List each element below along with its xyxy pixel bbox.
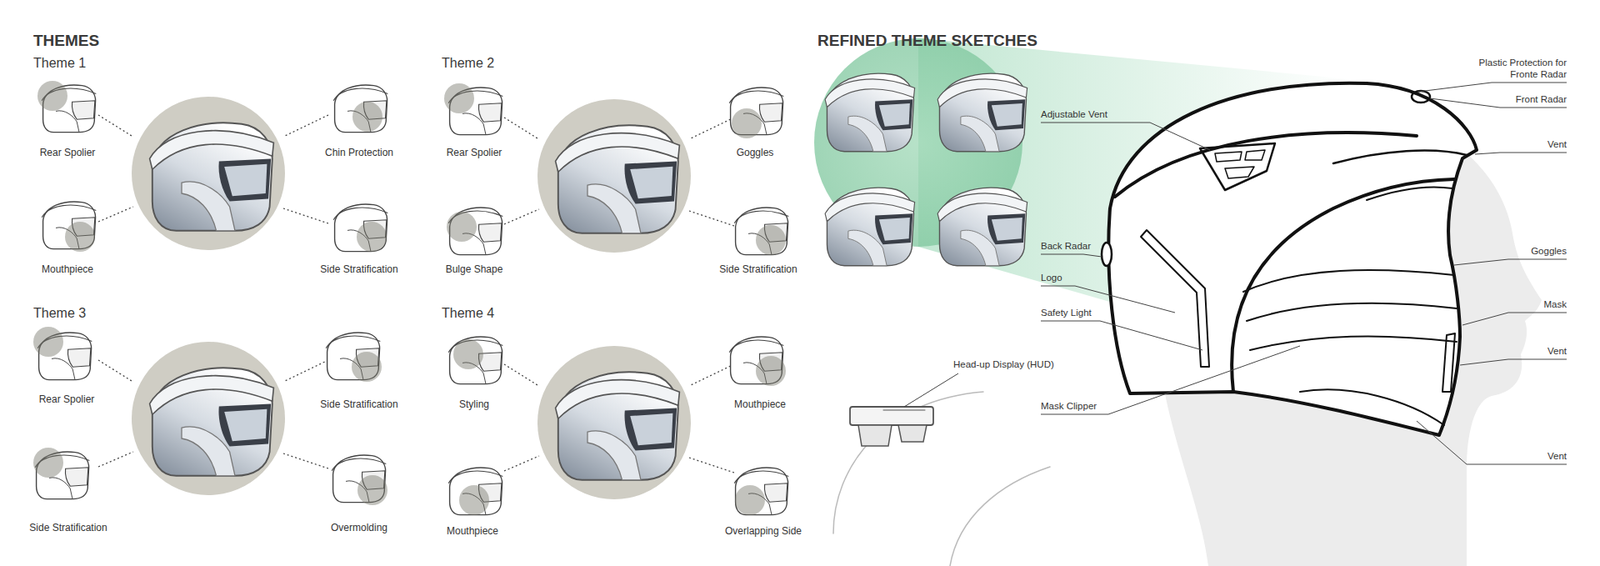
refined-sketches bbox=[825, 73, 1027, 265]
part-label: Rear Spolier bbox=[446, 146, 503, 159]
part-label: Vent bbox=[1547, 345, 1567, 357]
theme-heading: Theme 4 bbox=[441, 305, 495, 321]
theme-helmets bbox=[150, 122, 680, 480]
theme-heading: Theme 2 bbox=[441, 55, 495, 71]
part-label: Safety Light bbox=[1040, 306, 1092, 319]
part-label: Mouthpiece bbox=[734, 398, 786, 410]
detail-highlights bbox=[33, 80, 786, 515]
part-label: Side Stratification bbox=[320, 263, 398, 275]
part-label: Head-up Display (HUD) bbox=[953, 358, 1055, 370]
part-label: Mask Clipper bbox=[1040, 400, 1097, 412]
part-label: Mask bbox=[1544, 298, 1567, 310]
part-label: Mouthpiece bbox=[41, 263, 94, 275]
part-label: Adjustable Vent bbox=[1040, 108, 1108, 120]
part-label: Styling bbox=[459, 398, 490, 410]
part-label: Chin Protection bbox=[325, 146, 394, 159]
part-label: Plastic Protection for Fronte Radar bbox=[1475, 56, 1567, 80]
main-helmet bbox=[1101, 83, 1477, 435]
part-label: Mouthpiece bbox=[446, 525, 499, 537]
theme-circles bbox=[131, 96, 691, 500]
theme-heading: Theme 1 bbox=[33, 55, 86, 71]
part-label: Overlapping Side bbox=[725, 525, 802, 537]
hud-sketch bbox=[833, 391, 1050, 566]
theme-heading: Theme 3 bbox=[33, 305, 86, 321]
part-label: Front Radar bbox=[1515, 93, 1567, 105]
part-label: Logo bbox=[1040, 271, 1063, 284]
part-label: Back Radar bbox=[1040, 240, 1091, 252]
part-label: Vent bbox=[1547, 138, 1567, 150]
part-label: Goggles bbox=[736, 146, 775, 159]
part-label: Goggles bbox=[1530, 245, 1567, 257]
part-label: Overmolding bbox=[330, 521, 388, 534]
part-label: Bulge Shape bbox=[445, 263, 504, 275]
part-label: Rear Spolier bbox=[40, 146, 96, 159]
section-heading: REFINED THEME SKETCHES bbox=[817, 31, 1038, 50]
part-label: Side Stratification bbox=[719, 263, 797, 275]
leader-lines bbox=[904, 82, 1567, 465]
part-label: Vent bbox=[1547, 450, 1567, 462]
section-heading: THEMES bbox=[33, 31, 100, 50]
part-label: Rear Spolier bbox=[39, 393, 95, 405]
part-label: Side Stratification bbox=[29, 521, 107, 534]
detail-sketches bbox=[35, 85, 789, 515]
part-label: Side Stratification bbox=[320, 398, 398, 410]
